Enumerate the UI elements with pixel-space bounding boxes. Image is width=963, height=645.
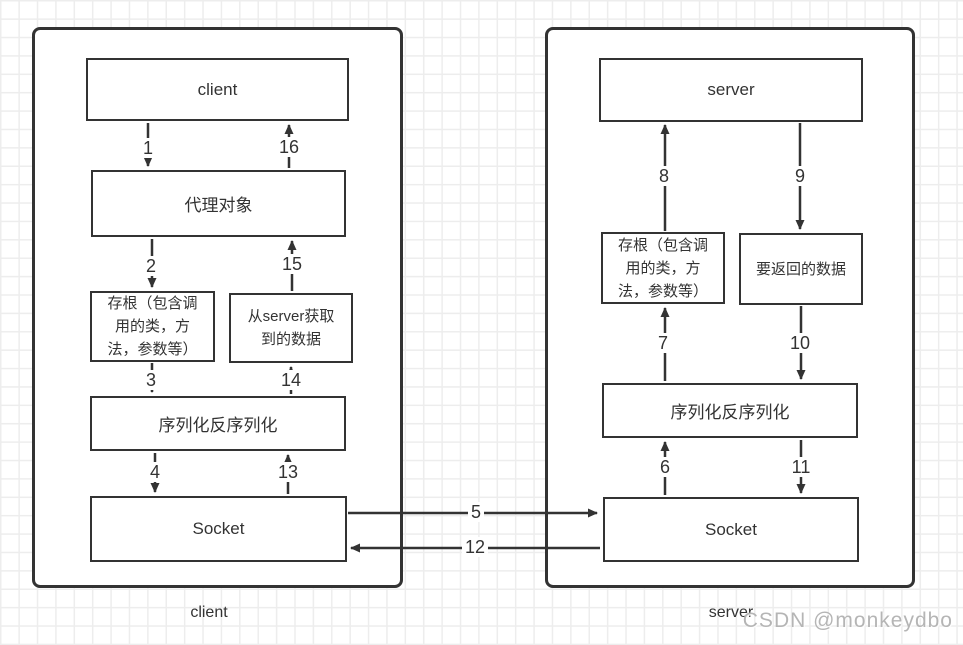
arrow-label-8: 8 xyxy=(655,166,673,186)
server-box: server xyxy=(599,58,863,122)
arrow-label-11: 11 xyxy=(788,457,814,477)
arrow-label-7: 7 xyxy=(654,333,672,353)
arrow-label-10: 10 xyxy=(786,333,814,353)
arrow-label-2: 2 xyxy=(142,256,160,276)
client-socket-label: Socket xyxy=(192,519,245,538)
client-box: client xyxy=(86,58,349,121)
server-socket-box: Socket xyxy=(603,497,859,562)
server-serialization-box: 序列化反序列化 xyxy=(602,383,858,438)
client-serialization-label: 序列化反序列化 xyxy=(158,416,278,435)
client-stub-label: 存根（包含调 用的类，方 法，参数等） xyxy=(107,295,198,358)
arrow-label-5: 5 xyxy=(467,502,485,522)
client-panel-caption: client xyxy=(190,604,228,621)
arrow-label-16: 16 xyxy=(275,137,303,157)
arrow-label-3: 3 xyxy=(142,370,160,390)
received-data-label: 从server获取 到的数据 xyxy=(247,308,335,348)
proxy-object-label: 代理对象 xyxy=(184,196,253,215)
received-data-box: 从server获取 到的数据 xyxy=(229,293,353,363)
client-box-label: client xyxy=(197,79,238,99)
arrow-label-6: 6 xyxy=(656,457,674,477)
arrow-label-14: 14 xyxy=(277,370,305,390)
csdn-watermark: CSDN @monkeydbo xyxy=(742,609,953,632)
arrow-label-4: 4 xyxy=(146,462,164,482)
return-data-box: 要返回的数据 xyxy=(739,233,863,305)
server-box-label: server xyxy=(707,80,755,99)
server-panel-caption: server xyxy=(708,604,754,621)
arrow-label-9: 9 xyxy=(791,166,809,186)
client-socket-box: Socket xyxy=(90,496,347,562)
arrow-label-12: 12 xyxy=(461,537,489,557)
arrow-label-13: 13 xyxy=(274,462,302,482)
arrow-label-15: 15 xyxy=(278,254,306,274)
server-stub-label: 存根（包含调 用的类，方 法，参数等） xyxy=(617,236,708,300)
server-serialization-label: 序列化反序列化 xyxy=(670,403,790,422)
server-socket-label: Socket xyxy=(705,519,757,539)
return-data-label: 要返回的数据 xyxy=(755,260,846,278)
arrow-label-1: 1 xyxy=(139,138,157,158)
server-stub-box: 存根（包含调 用的类，方 法，参数等） xyxy=(601,232,725,304)
client-serialization-box: 序列化反序列化 xyxy=(90,396,346,451)
proxy-object-box: 代理对象 xyxy=(91,170,346,237)
client-stub-box: 存根（包含调 用的类，方 法，参数等） xyxy=(90,291,215,362)
